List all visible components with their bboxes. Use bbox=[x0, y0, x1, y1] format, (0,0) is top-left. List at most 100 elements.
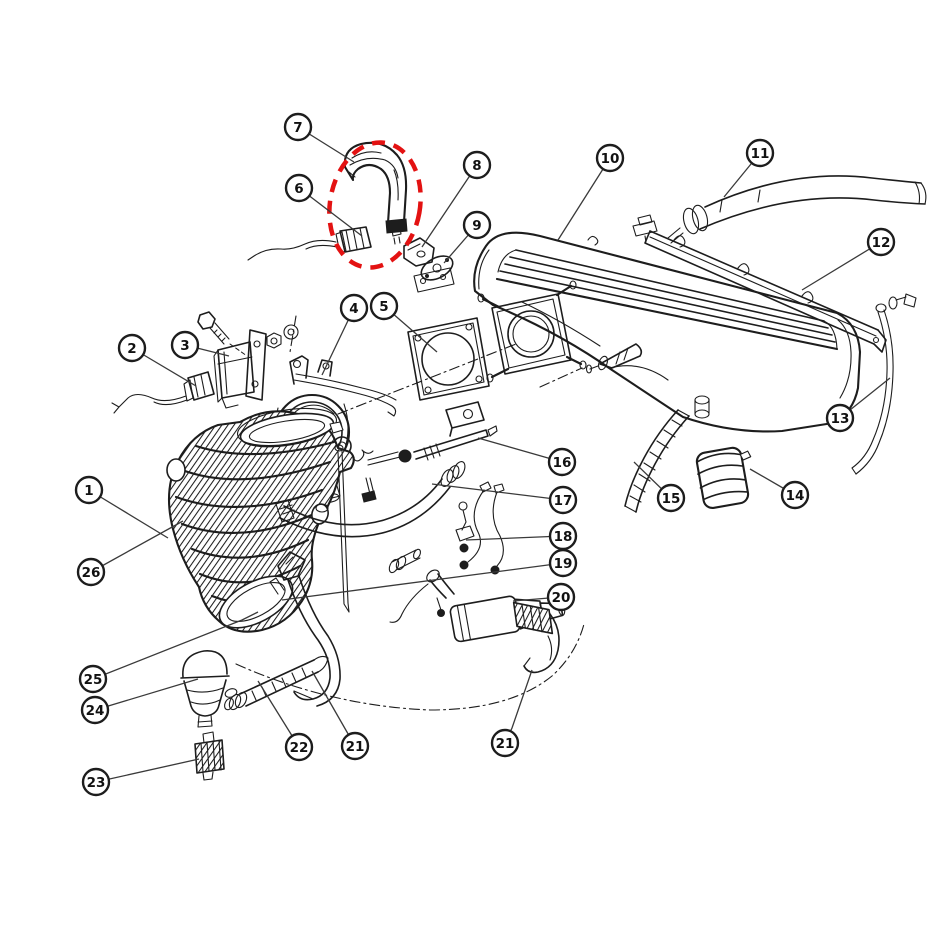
callout-23: 23 bbox=[81, 758, 200, 797]
callout-number: 11 bbox=[751, 146, 770, 162]
callout-balloon bbox=[74, 475, 104, 505]
callout-18: 18 bbox=[465, 521, 578, 551]
fuel-trap-art bbox=[180, 650, 238, 728]
callout-leader-line bbox=[95, 758, 200, 783]
t-elbow-art bbox=[269, 551, 306, 595]
callout-number: 14 bbox=[786, 488, 805, 504]
callout-number: 20 bbox=[552, 590, 571, 606]
callout-leader-line bbox=[465, 535, 564, 541]
callout-1: 1 bbox=[74, 475, 169, 539]
coupling-sleeve-art bbox=[695, 446, 752, 510]
callout-9: 9 bbox=[443, 210, 492, 264]
callout-balloon bbox=[546, 582, 576, 612]
callout-number: 7 bbox=[293, 120, 302, 136]
small-plate-art bbox=[413, 267, 455, 293]
cable-connector-art bbox=[111, 371, 215, 414]
callout-number: 9 bbox=[472, 218, 481, 234]
vacuum-hose-17-art bbox=[275, 461, 466, 538]
callout-leader-line bbox=[281, 562, 564, 601]
callout-balloon bbox=[340, 731, 370, 761]
callout-number: 21 bbox=[496, 736, 515, 752]
callout-number: 24 bbox=[86, 703, 105, 719]
callout-balloon bbox=[780, 480, 810, 510]
callout-number: 18 bbox=[554, 529, 573, 545]
callout-19: 19 bbox=[281, 548, 578, 601]
callout-balloon bbox=[548, 548, 578, 578]
ribbed-hose-art bbox=[624, 409, 690, 513]
callout-balloon bbox=[76, 557, 106, 587]
callout-number: 10 bbox=[601, 151, 620, 167]
callout-balloon bbox=[490, 728, 520, 758]
callout-number: 4 bbox=[349, 301, 358, 317]
curved-hose-art bbox=[343, 141, 408, 234]
callout-number: 12 bbox=[872, 235, 891, 251]
callout-22: 22 bbox=[257, 680, 314, 762]
callout-leader-line bbox=[90, 520, 184, 573]
callout-number: 6 bbox=[294, 181, 303, 197]
breather-hose-art bbox=[667, 175, 927, 244]
callout-leader-line bbox=[94, 678, 199, 711]
temp-sensor-art bbox=[585, 343, 643, 374]
callout-number: 23 bbox=[87, 775, 106, 791]
callout-balloon bbox=[547, 447, 577, 477]
sensor-module-art bbox=[197, 311, 299, 409]
callout-leader-line bbox=[421, 164, 478, 248]
callout-balloon bbox=[462, 150, 492, 180]
callout-number: 16 bbox=[553, 455, 572, 471]
assembly-axis-line bbox=[337, 343, 517, 415]
throttle-gasket-art bbox=[407, 317, 490, 401]
callout-number: 17 bbox=[554, 493, 573, 509]
highlight-layer bbox=[327, 140, 423, 270]
callout-balloon bbox=[462, 210, 492, 240]
callout-21: 21 bbox=[311, 670, 370, 761]
air-intake-hose-art bbox=[166, 407, 355, 633]
callout-leader-line bbox=[477, 437, 563, 463]
callout-14: 14 bbox=[749, 468, 810, 510]
callout-21: 21 bbox=[490, 669, 533, 758]
callout-number: 3 bbox=[180, 338, 189, 354]
callout-number: 13 bbox=[831, 411, 850, 427]
callout-5: 5 bbox=[369, 291, 438, 353]
callout-number: 19 bbox=[554, 556, 573, 572]
callout-balloon bbox=[284, 173, 314, 203]
dipstick-tube-art bbox=[334, 444, 350, 613]
callout-balloon bbox=[656, 483, 686, 513]
callout-balloon bbox=[117, 333, 147, 363]
callout-leader-line bbox=[88, 489, 169, 539]
callout-balloon bbox=[81, 767, 111, 797]
callout-25: 25 bbox=[78, 611, 259, 694]
callout-17: 17 bbox=[431, 483, 578, 515]
callout-10: 10 bbox=[557, 143, 625, 241]
callout-leader-line bbox=[557, 157, 611, 241]
callout-leader-line bbox=[801, 241, 882, 291]
callout-leader-line bbox=[92, 611, 259, 680]
callout-7: 7 bbox=[283, 112, 355, 163]
callout-balloon bbox=[548, 485, 578, 515]
hose-end-21b-art bbox=[512, 601, 560, 674]
callout-balloon bbox=[170, 330, 200, 360]
plenum-chamber-art bbox=[473, 214, 862, 433]
callout-number: 2 bbox=[127, 341, 136, 357]
callout-number: 5 bbox=[379, 299, 388, 315]
callout-16: 16 bbox=[477, 437, 577, 477]
sensor-connector-art bbox=[247, 226, 372, 261]
callout-balloon bbox=[339, 293, 369, 323]
callout-number: 26 bbox=[82, 565, 101, 581]
callout-balloon bbox=[825, 403, 855, 433]
callout-8: 8 bbox=[421, 150, 492, 248]
callout-number: 1 bbox=[84, 483, 93, 499]
callout-leader-line bbox=[311, 670, 356, 747]
callout-20: 20 bbox=[512, 582, 576, 612]
callout-number: 8 bbox=[472, 158, 481, 174]
callout-13: 13 bbox=[825, 377, 891, 433]
callout-4: 4 bbox=[321, 293, 369, 376]
callout-balloon bbox=[595, 143, 625, 173]
callout-number: 22 bbox=[290, 740, 309, 756]
callout-2: 2 bbox=[117, 333, 197, 387]
hose-21-art bbox=[287, 575, 341, 707]
mounting-rail-art bbox=[644, 230, 887, 353]
callout-6: 6 bbox=[284, 173, 363, 237]
inlet-flange-art bbox=[477, 280, 587, 383]
